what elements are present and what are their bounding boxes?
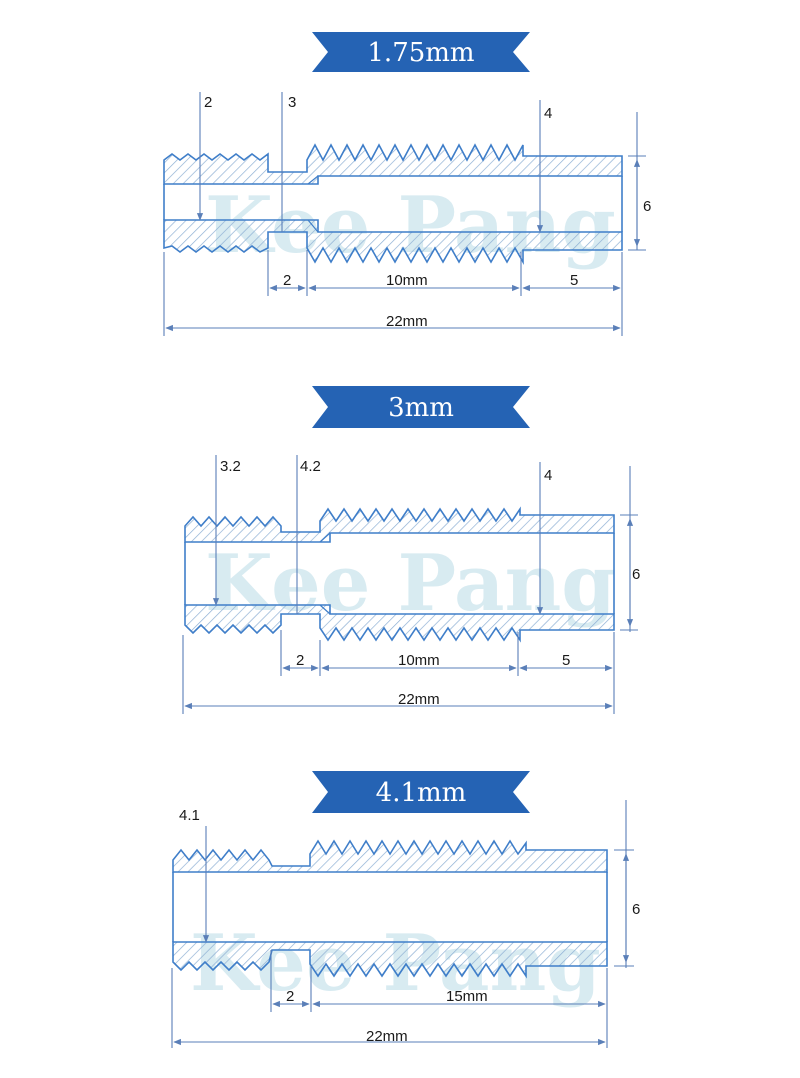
dimension-lines [171, 800, 634, 1048]
label-total-len: 22mm [366, 1028, 408, 1045]
heatbreak-body [184, 506, 615, 643]
dimension-labels: 4.1 6 2 15mm 22mm [179, 807, 640, 1045]
label-bore-dia: 2 [204, 94, 212, 111]
label-mid-len: 10mm [398, 652, 440, 669]
title-banner: 1.75mm [312, 32, 530, 72]
diagram-1: 1.75mm Kee Pang [163, 32, 651, 336]
diagram-3: 4.1mm Kee Pang 4.1 6 2 15mm 2 [171, 771, 640, 1048]
label-neck-dia: 4.2 [300, 458, 321, 475]
label-outer-bore: 4 [544, 467, 552, 484]
dimension-lines [163, 92, 646, 336]
label-neck-dia: 3 [288, 94, 296, 111]
label-total-len: 22mm [398, 691, 440, 708]
label-neck-len: 2 [283, 272, 291, 289]
label-total-len: 22mm [386, 313, 428, 330]
banner-title: 1.75mm [367, 38, 474, 68]
label-neck-len: 2 [286, 988, 294, 1005]
banner-title: 4.1mm [376, 778, 467, 808]
label-outer-dia: 6 [632, 901, 640, 918]
dimension-labels: 2 3 4 6 2 10mm 5 22mm [204, 94, 651, 330]
label-outer-bore: 4 [544, 105, 552, 122]
label-outer-dia: 6 [632, 566, 640, 583]
label-neck-len: 2 [296, 652, 304, 669]
label-mid-len: 10mm [386, 272, 428, 289]
heatbreak-body [163, 143, 623, 266]
label-bore-dia: 4.1 [179, 807, 200, 824]
diagram-2: 3mm Kee Pang 3.2 [182, 386, 640, 714]
label-outer-dia: 6 [643, 198, 651, 215]
label-bore-dia: 3.2 [220, 458, 241, 475]
label-end-len: 5 [562, 652, 570, 669]
label-end-len: 5 [570, 272, 578, 289]
title-banner: 3mm [312, 386, 530, 428]
banner-title: 3mm [388, 393, 454, 423]
heatbreak-body [172, 839, 608, 979]
label-long-len: 15mm [446, 988, 488, 1005]
title-banner: 4.1mm [312, 771, 530, 813]
dimension-lines [182, 455, 638, 714]
dimension-labels: 3.2 4.2 4 6 2 10mm 5 22mm [220, 458, 640, 708]
